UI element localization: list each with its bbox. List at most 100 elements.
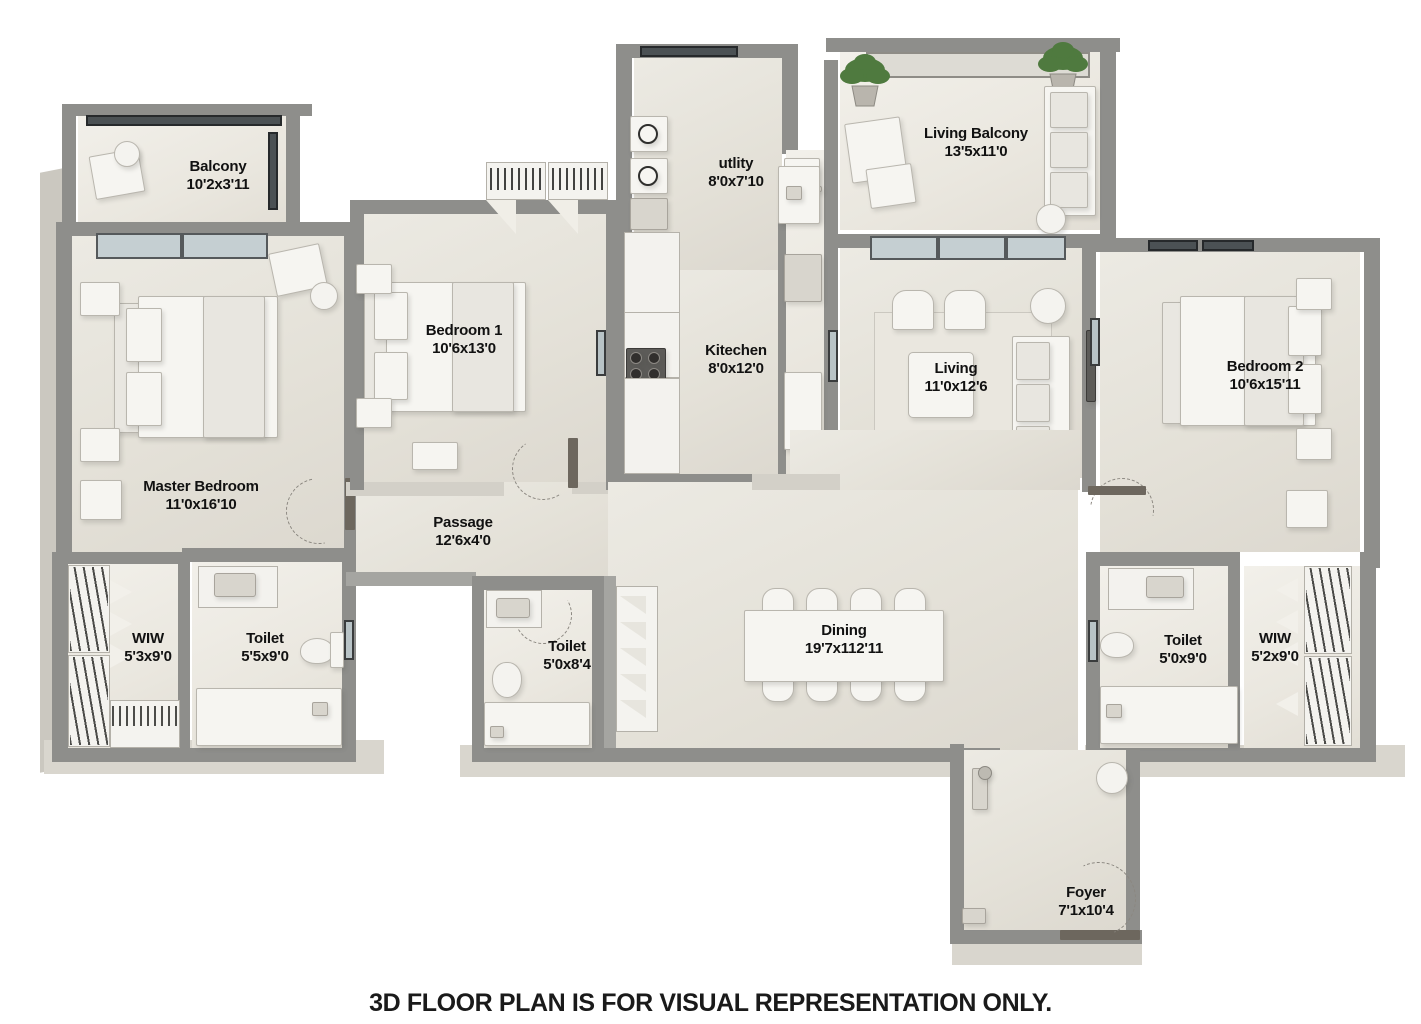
living-label: Living 11'0x12'6: [906, 360, 1006, 395]
bedroom-2-name: Bedroom 2: [1226, 358, 1304, 375]
wiw-left-wardrobe-rail-lower: [70, 657, 108, 745]
dining-wall-bottom: [604, 748, 1000, 762]
toilet-middle-label: Toilet 5'0x8'4: [524, 638, 610, 673]
master-bedroom-window-left: [96, 233, 182, 259]
wiw-left-label: WIW 5'3x9'0: [110, 630, 186, 665]
toilet-middle-wall-right: [592, 576, 604, 760]
foyer-entry-door-swing: [962, 908, 986, 924]
toilet-left-tub-drain: [312, 702, 328, 716]
balcony-name: Balcony: [189, 158, 247, 175]
master-bedroom-dimensions: 11'0x16'10: [165, 495, 237, 513]
living-balcony-sofa-cushion-2: [1050, 132, 1088, 168]
toilet-middle-wall-left: [472, 576, 484, 760]
living-balcony-planter-detail: [786, 186, 802, 200]
toilet-left-dimensions: 5'5x9'0: [241, 647, 289, 665]
kitchen-door-glass: [828, 330, 838, 382]
living-armchair-right: [944, 290, 986, 330]
bedroom-1-wall-top: [350, 200, 620, 214]
wiw-left-shelf-hatch: [112, 706, 178, 726]
living-name: Living: [934, 360, 978, 377]
bedroom-2-pillow-top: [1288, 306, 1322, 356]
bedroom-1-wardrobe-right-hatch: [552, 168, 604, 190]
utility-window: [640, 46, 738, 57]
toilet-left-bathtub: [196, 688, 342, 746]
bedroom-2-window-left: [1148, 240, 1198, 251]
living-balcony-wall-top: [826, 38, 1120, 52]
wiw-right-hanger-3: [1276, 642, 1298, 666]
passage-baseboard-left: [346, 482, 504, 496]
wiw-right-name: WIW: [1259, 630, 1291, 647]
kitchen-name: Kitechen: [705, 342, 767, 359]
toilet-middle-name: Toilet: [548, 638, 586, 655]
passage-label: Passage 12'6x4'0: [408, 514, 518, 549]
toilet-right-tub-drain: [1106, 704, 1122, 718]
toilet-middle-tub-drain: [490, 726, 504, 738]
toilet-left-window: [344, 620, 354, 660]
kitchen-counter-lower: [624, 378, 680, 474]
master-bedroom-door: [345, 478, 355, 530]
bedroom-1-pillow-bottom: [374, 352, 408, 400]
bedroom-2-nightstand-top: [1296, 278, 1332, 310]
utility-label: utlity 8'0x7'10: [678, 155, 794, 190]
dining-wall-left: [604, 576, 616, 760]
balcony-wall-left: [62, 104, 76, 226]
living-balcony-wall-right: [1100, 38, 1116, 234]
balcony-side-table: [114, 141, 140, 167]
living-balcony-side-table: [1036, 204, 1066, 234]
wiw-left-wall-bottom: [52, 748, 190, 762]
toilet-left-label: Toilet 5'5x9'0: [222, 630, 308, 665]
living-window-right: [1006, 236, 1066, 260]
master-bedroom-wall-left: [56, 222, 72, 552]
toilet-left-wall-bottom: [182, 748, 356, 762]
bedroom-1-wall-left: [350, 200, 364, 490]
foyer-wall-left: [950, 744, 964, 940]
balcony-wall-right: [286, 104, 300, 226]
dining-table: [744, 610, 944, 682]
foyer-wall-right: [1126, 750, 1140, 940]
toilet-middle-sink-icon: [496, 598, 530, 618]
bedroom-1-wardrobe-door-left: [486, 200, 516, 234]
master-nightstand-bottom: [80, 428, 120, 462]
foyer-dimensions: 7'1x10'4: [1058, 901, 1114, 919]
toilet-left-wall-top: [182, 548, 354, 562]
dining-niche-fin-5: [620, 700, 646, 718]
living-balcony-sofa-cushion-1: [1050, 92, 1088, 128]
toilet-right-dimensions: 5'0x9'0: [1159, 649, 1207, 667]
living-window-left: [870, 236, 938, 260]
wiw-right-hanger-4: [1276, 692, 1298, 716]
wiw-left-hanger-2: [110, 612, 132, 636]
master-bed-runner: [203, 296, 265, 438]
master-bedroom-label: Master Bedroom 11'0x16'10: [126, 478, 276, 513]
toilet-right-bathtub: [1100, 686, 1238, 744]
wiw-right-dimensions: 5'2x9'0: [1251, 647, 1299, 665]
bedroom-2-wall-right: [1364, 238, 1380, 568]
wiw-right-hanger-1: [1276, 578, 1298, 602]
wiw-right-wardrobe-rail-lower: [1306, 658, 1350, 744]
utility-dimensions: 8'0x7'10: [708, 172, 764, 190]
master-bedroom-wall-top: [60, 222, 360, 236]
toilet-right-wall-top: [1086, 552, 1240, 566]
utility-washing-machine: [630, 116, 668, 152]
balcony-side-glass-door: [268, 132, 278, 210]
wiw-left-wardrobe-rail-upper: [70, 567, 108, 651]
toilet-right-name: Toilet: [1164, 632, 1202, 649]
kitchen-label: Kitechen 8'0x12'0: [676, 342, 796, 377]
master-nightstand-top: [80, 282, 120, 316]
living-side-table-top: [1030, 288, 1066, 324]
bedroom-2-armchair: [1286, 490, 1328, 528]
toilet-left-cistern: [330, 632, 344, 668]
bedroom-1-nightstand-top: [356, 264, 392, 294]
cooktop-icon-2: [648, 352, 660, 364]
toilet-right-label: Toilet 5'0x9'0: [1140, 632, 1226, 667]
living-armchair-left: [892, 290, 934, 330]
bedroom-1-wardrobe-door-right: [548, 200, 578, 234]
bedroom-1-dimensions: 10'6x13'0: [432, 339, 496, 357]
master-armchair: [80, 480, 122, 520]
bedroom-1-nightstand-bottom: [356, 398, 392, 428]
bedroom-1-pillow-top: [374, 292, 408, 340]
potted-plant-left-icon: [840, 54, 890, 107]
master-desk-stool: [310, 282, 338, 310]
passage-name: Passage: [433, 514, 493, 531]
wiw-right-hanger-2: [1276, 610, 1298, 634]
